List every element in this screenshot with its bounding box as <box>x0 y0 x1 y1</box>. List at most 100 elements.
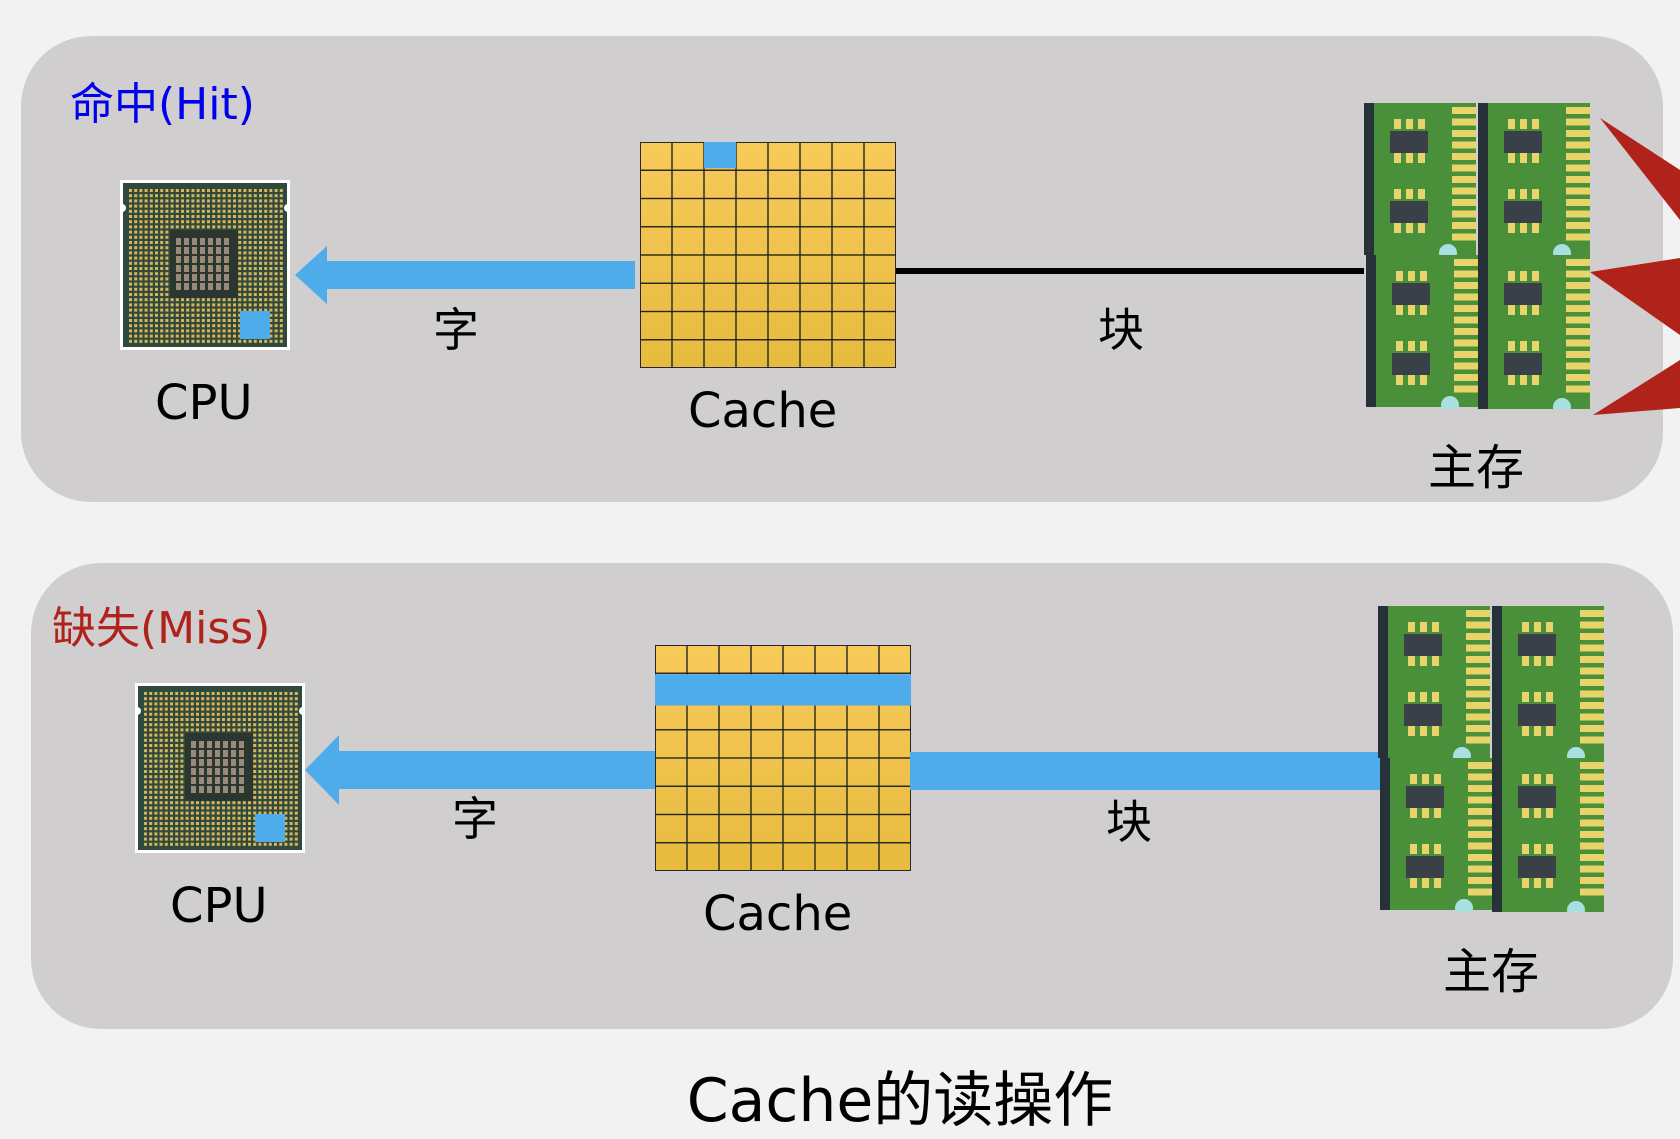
cpu-capacitor <box>192 247 197 254</box>
ram-contact <box>1452 130 1476 137</box>
ram-pin <box>1532 305 1539 315</box>
ram-pin <box>1434 844 1441 854</box>
cpu-capacitor <box>239 768 244 775</box>
ram-pin <box>1546 656 1553 666</box>
ram-pin <box>1520 223 1527 233</box>
word-arrow-shape <box>295 246 635 304</box>
cpu-capacitor <box>207 759 212 766</box>
ram-module-icon <box>1378 606 1604 912</box>
ram-pin <box>1508 119 1515 129</box>
ram-pin <box>1394 189 1401 199</box>
ram-contact <box>1580 736 1604 744</box>
ram-pin <box>1418 223 1425 233</box>
cpu-capacitor <box>224 283 229 290</box>
ram-contact <box>1454 282 1478 289</box>
miss-cache-label: Cache <box>703 886 853 942</box>
ram-pin <box>1396 271 1403 281</box>
ram-contact <box>1566 141 1590 149</box>
ram-pin <box>1408 341 1415 351</box>
hit-memory-label: 主存 <box>1428 440 1525 496</box>
cpu-capacitor <box>216 256 221 263</box>
cpu-capacitor <box>192 265 197 272</box>
ram-pin <box>1520 375 1527 385</box>
ram-pin <box>1432 692 1439 702</box>
cpu-capacitor <box>207 768 212 775</box>
ram-contact <box>1468 808 1492 815</box>
ram-contact <box>1566 199 1590 206</box>
cpu-capacitor <box>223 777 228 784</box>
cpu-capacitor <box>239 777 244 784</box>
cpu-capacitor <box>224 247 229 254</box>
ram-contact <box>1580 667 1604 675</box>
ram-contact <box>1566 351 1590 358</box>
ram-pin <box>1522 878 1529 888</box>
ram-edge <box>1366 255 1376 407</box>
ram-pin <box>1522 692 1529 702</box>
ram-edge <box>1378 606 1388 758</box>
ram-contact <box>1468 842 1492 850</box>
ram-contact <box>1566 210 1590 218</box>
cpu-capacitor <box>176 274 181 281</box>
ram-pin <box>1410 844 1417 854</box>
cpu-capacitor <box>215 759 220 766</box>
ram-pin <box>1394 119 1401 129</box>
cpu-capacitor <box>207 786 212 793</box>
ram-pin <box>1532 223 1539 233</box>
ram-pin <box>1418 153 1425 163</box>
ram-chip <box>1504 131 1542 153</box>
cpu-capacitor <box>199 768 204 775</box>
cpu-capacitor <box>191 750 196 757</box>
ram-pin <box>1408 692 1415 702</box>
cpu-capacitor <box>192 256 197 263</box>
ram-contact <box>1466 621 1490 629</box>
ram-contact <box>1466 713 1490 721</box>
miss-cache-grid <box>655 645 911 871</box>
ram-contact <box>1466 736 1490 744</box>
ram-contact <box>1580 773 1604 781</box>
ram-contact <box>1468 877 1492 884</box>
ram-pin <box>1522 656 1529 666</box>
ram-pin <box>1408 305 1415 315</box>
cpu-capacitor <box>184 283 189 290</box>
cpu-capacitor <box>208 274 213 281</box>
cpu-capacitor <box>223 750 228 757</box>
ram-stick <box>1378 606 1490 765</box>
cpu-capacitor <box>231 768 236 775</box>
miss-memory-label: 主存 <box>1443 944 1540 1000</box>
cpu-capacitor <box>184 256 189 263</box>
miss-block-transfer-bar <box>910 752 1382 790</box>
cpu-capacitor <box>224 256 229 263</box>
ram-pin <box>1420 622 1427 632</box>
ram-contact <box>1580 610 1604 617</box>
ram-contact <box>1580 808 1604 815</box>
hit-block-label: 块 <box>1098 303 1144 357</box>
ram-contact <box>1580 865 1604 873</box>
ram-contact <box>1566 259 1590 266</box>
cpu-capacitor <box>191 786 196 793</box>
ram-edge <box>1478 103 1488 255</box>
ram-contact <box>1580 762 1604 769</box>
ram-chip <box>1504 353 1542 375</box>
ram-contact <box>1452 141 1476 149</box>
ram-chip <box>1518 786 1556 808</box>
cpu-capacitor <box>184 247 189 254</box>
ram-contact <box>1580 796 1604 804</box>
cpu-capacitor <box>231 750 236 757</box>
cpu-capacitor <box>223 741 228 748</box>
ram-stick <box>1492 606 1604 765</box>
ram-pin <box>1406 153 1413 163</box>
ram-contact <box>1566 362 1590 370</box>
ram-pin <box>1422 808 1429 818</box>
ram-contact <box>1580 831 1604 838</box>
ram-contact <box>1452 107 1476 114</box>
ram-contact <box>1566 385 1590 393</box>
ram-pin <box>1534 656 1541 666</box>
cpu-capacitor <box>216 274 221 281</box>
ram-contact <box>1580 819 1604 827</box>
ram-pin <box>1410 774 1417 784</box>
ram-pin <box>1546 726 1553 736</box>
ram-pin <box>1508 305 1515 315</box>
ram-contact <box>1452 176 1476 183</box>
ram-contact <box>1566 233 1590 241</box>
cpu-chip-icon <box>120 180 290 350</box>
